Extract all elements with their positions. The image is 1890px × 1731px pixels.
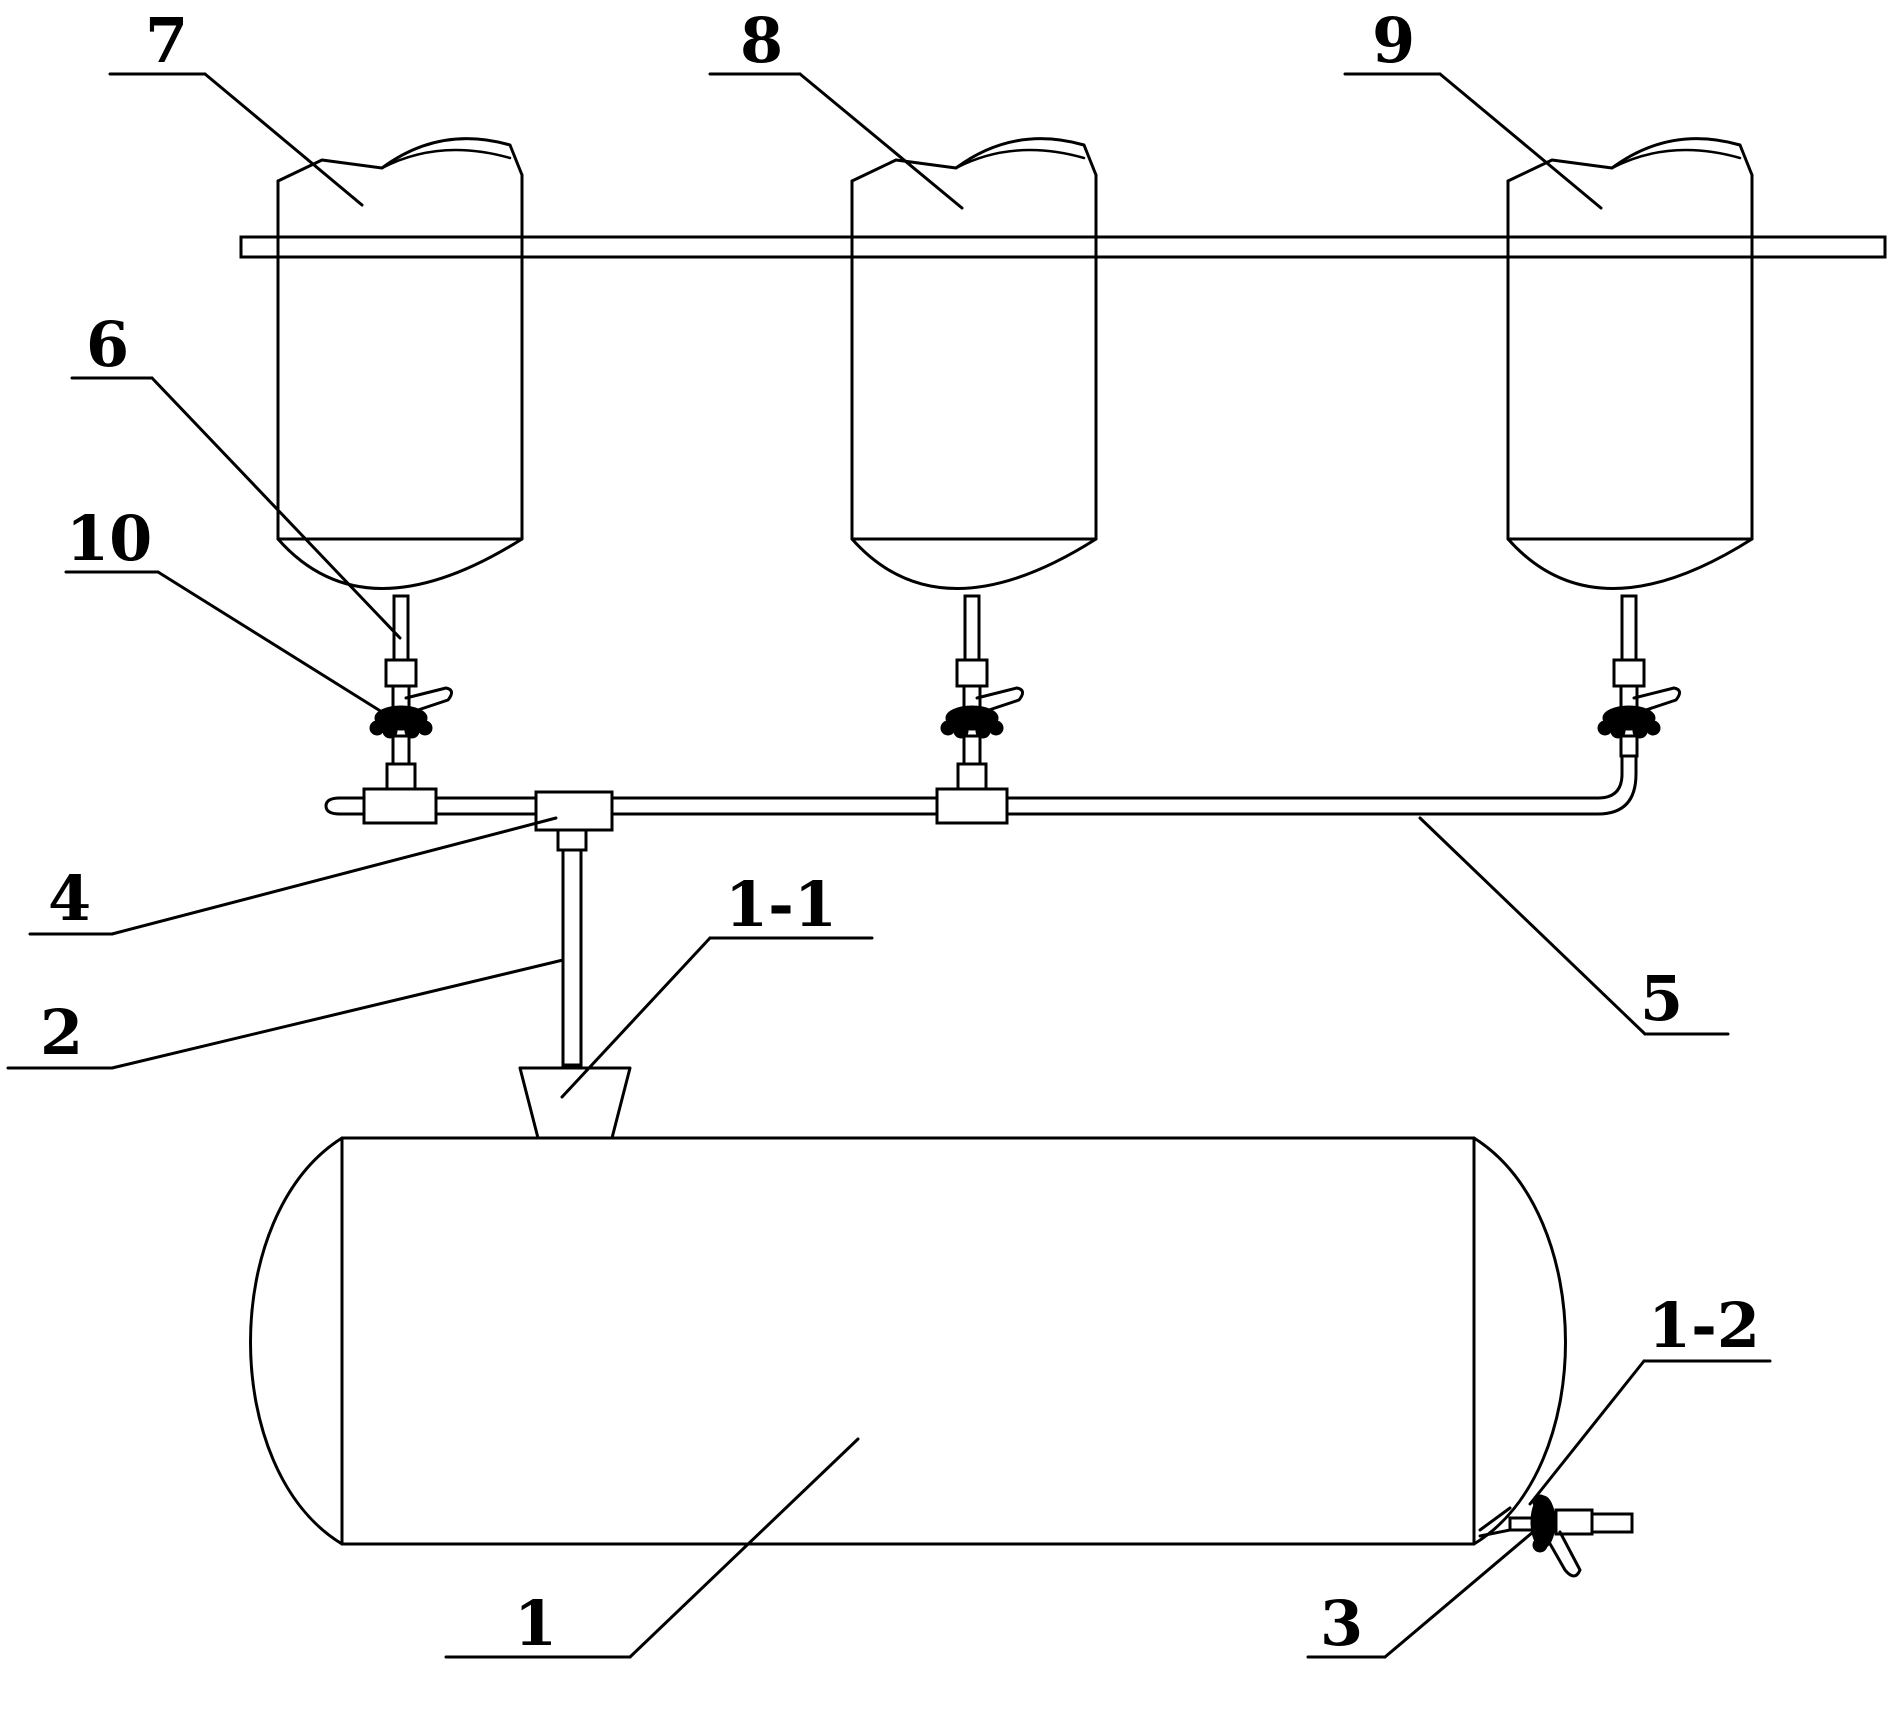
funnel <box>518 1066 632 1140</box>
container-7 <box>276 137 524 590</box>
label-6: 6 <box>86 308 129 381</box>
label-10: 10 <box>66 502 152 575</box>
label-1-1: 1-1 <box>725 868 837 941</box>
label-5: 5 <box>1640 962 1683 1035</box>
drain-valve <box>1478 1494 1634 1578</box>
outlet-valve-8 <box>940 594 1024 791</box>
leader-lines <box>6 72 1772 1659</box>
label-1: 1 <box>514 1587 557 1660</box>
label-4: 4 <box>48 862 91 935</box>
main-tank <box>249 1136 1567 1546</box>
container-9 <box>1506 137 1754 590</box>
label-9: 9 <box>1372 4 1415 77</box>
outlet-valve-7 <box>369 594 453 791</box>
label-8: 8 <box>740 4 783 77</box>
label-7: 7 <box>145 4 188 77</box>
outlet-valve-9 <box>1597 594 1681 758</box>
container-8 <box>850 137 1098 590</box>
support-beam <box>239 235 1887 259</box>
manifold-pipe <box>324 754 1638 852</box>
label-3: 3 <box>1320 1587 1363 1660</box>
label-2: 2 <box>40 996 83 1069</box>
label-1-2: 1-2 <box>1648 1289 1760 1362</box>
down-pipe <box>561 848 583 1067</box>
